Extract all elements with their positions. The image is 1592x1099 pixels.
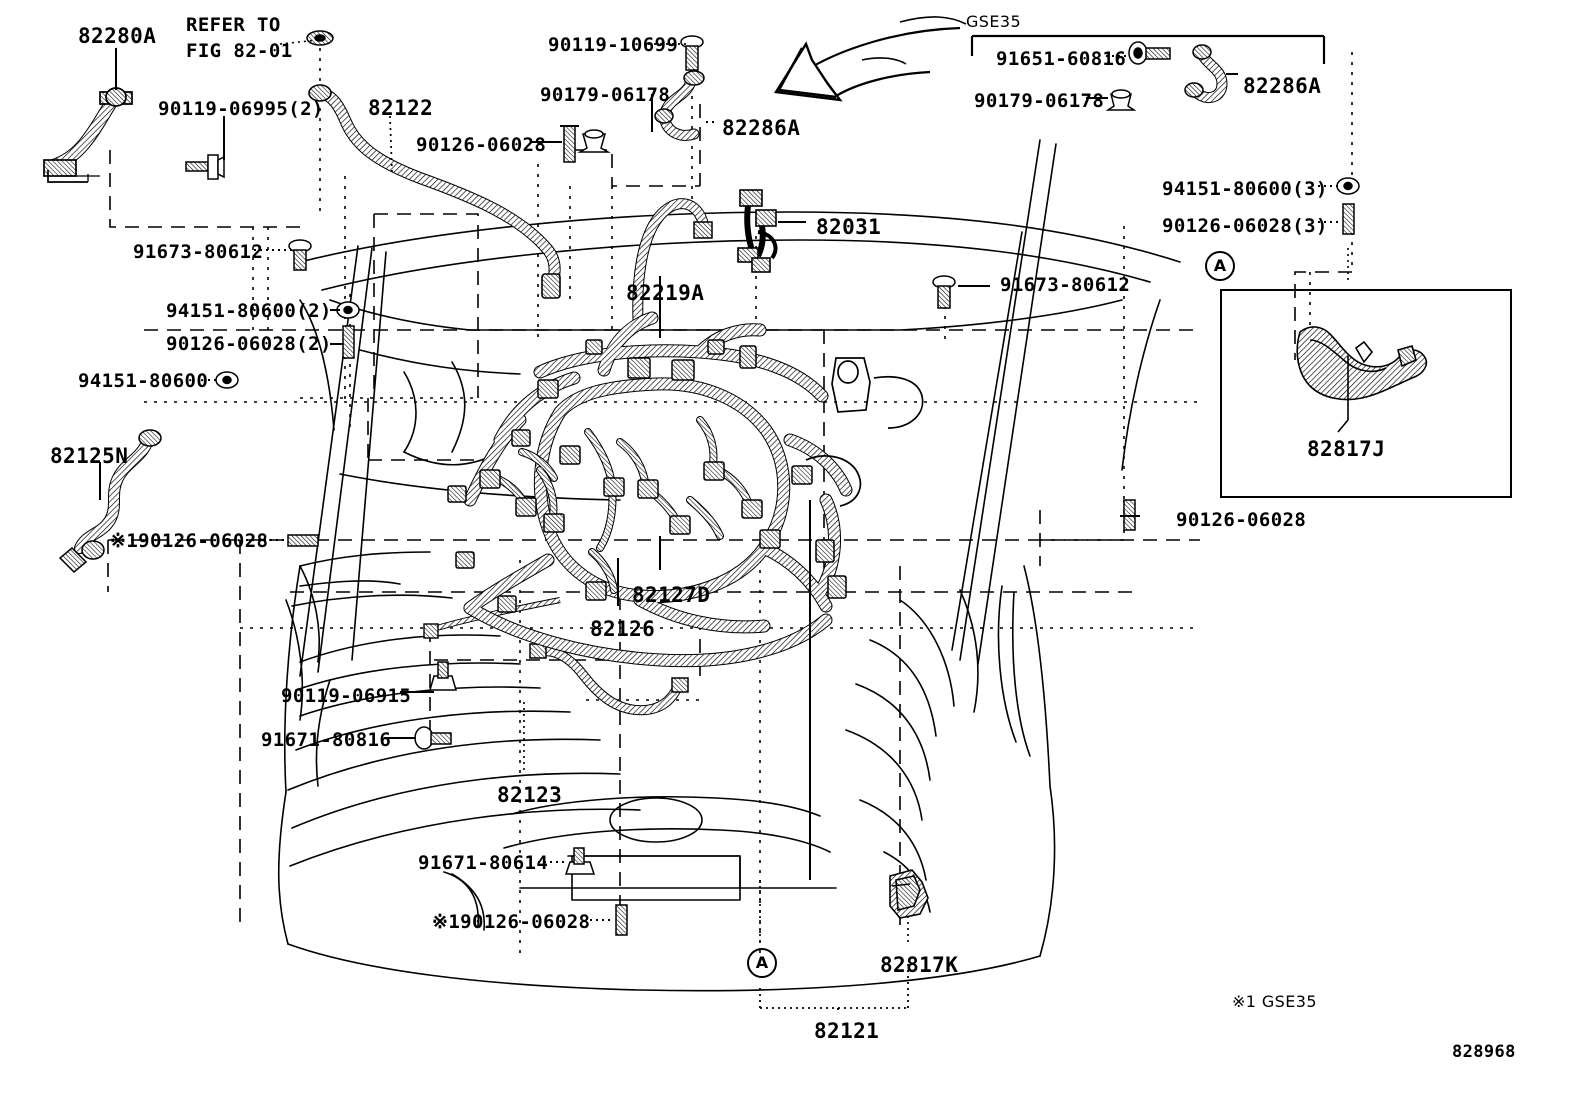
part-label-90126-06028: 90126-06028 (416, 134, 547, 156)
stud-90126-06028-f (615, 904, 628, 936)
part-82286a-1 (654, 70, 705, 141)
part-label-82817k: 82817K (880, 953, 959, 977)
part-label-82031: 82031 (816, 215, 882, 239)
part-label-82219a: 82219A (626, 281, 705, 305)
part-label-82127d: 82127D (632, 583, 711, 607)
nut-94151-80600-b (336, 301, 360, 319)
part-label-90119-06915: 90119-06915 (281, 685, 412, 707)
part-82280a (43, 87, 133, 183)
part-label-82817j: 82817J (1307, 437, 1386, 461)
bolt-90119-06915 (429, 661, 457, 691)
part-label-82280a: 82280A (78, 24, 157, 48)
part-label-82123: 82123 (497, 783, 563, 807)
grommet-8201 (306, 30, 334, 46)
part-label-828968: 828968 (1452, 1042, 1516, 1062)
part-82125n (58, 429, 162, 574)
part-label-190126-06028: ※190126-06028 (110, 530, 269, 552)
gse35-bracket (970, 34, 1326, 64)
part-label-82125n: 82125N (50, 444, 129, 468)
bolt-91673-80612-left (288, 239, 312, 271)
part-82817j (1296, 326, 1428, 401)
bolt-91671-80816 (414, 726, 452, 750)
part-label-90179-06178: 90179-06178 (540, 84, 671, 106)
callout-a-bottom: A (747, 948, 777, 978)
stud-90126-06028-d (287, 534, 319, 547)
part-label-91673-80612: 91673-80612 (1000, 274, 1131, 296)
callout-a-inset: A (1205, 251, 1235, 281)
part-label-gse35: GSE35 (966, 12, 1022, 31)
stud-90126-06028-a (560, 125, 579, 163)
part-label-82286a: 82286A (1243, 74, 1322, 98)
part-label-91671-80816: 91671-80816 (261, 729, 392, 751)
part-82031 (737, 189, 778, 273)
part-82127d-harness (463, 311, 853, 668)
part-label-91673-80612: 91673-80612 (133, 241, 264, 263)
part-82123 (529, 643, 689, 716)
part-82817k (889, 869, 929, 919)
stud-90126-06028-c (1342, 203, 1355, 235)
part-label-1-gse35: ※1 GSE35 (1232, 992, 1317, 1011)
part-label-82122: 82122 (368, 96, 434, 120)
nut-94151-80600-c (1336, 177, 1360, 195)
part-82286a-2 (1184, 44, 1228, 104)
part-label-90119-06995-2: 90119-06995(2) (158, 98, 324, 120)
part-label-94151-80600: 94151-80600 (78, 370, 209, 392)
nut-94151-80600-a (215, 371, 239, 389)
bolt-91671-80614 (564, 847, 596, 875)
part-82122 (308, 84, 561, 299)
reservoir (805, 357, 924, 507)
part-label-fig-82-01: FIG 82-01 (186, 40, 293, 62)
part-label-94151-80600-2: 94151-80600(2) (166, 300, 332, 322)
screw-90119-06995 (185, 154, 225, 180)
bolt-90119-10699 (680, 35, 704, 71)
part-label-82126: 82126 (590, 617, 656, 641)
part-label-91671-80614: 91671-80614 (418, 852, 549, 874)
part-label-90126-06028-2: 90126-06028(2) (166, 333, 332, 355)
part-label-82121: 82121 (814, 1019, 880, 1043)
part-label-82286a: 82286A (722, 116, 801, 140)
part-label-90119-10699: 90119-10699 (548, 34, 679, 56)
part-label-91651-60816: 91651-60816 (996, 48, 1127, 70)
part-label-190126-06028: ※190126-06028 (432, 911, 591, 933)
part-label-94151-80600-3: 94151-80600(3) (1162, 178, 1328, 200)
stud-90126-06028-b (342, 325, 355, 359)
part-label-90126-06028: 90126-06028 (1176, 509, 1307, 531)
harness-connectors (447, 339, 847, 613)
part-82219a (632, 198, 713, 326)
part-label-90126-06028-3: 90126-06028(3) (1162, 215, 1328, 237)
part-label-refer-to: REFER TO (186, 14, 281, 36)
bolt-91651-60816 (1128, 41, 1171, 65)
part-82126 (423, 597, 561, 639)
bolt-91673-80612-right (932, 275, 956, 309)
grommet-90179-06178-a (577, 129, 611, 153)
grommet-90179-06178-b (1105, 89, 1137, 111)
part-label-90179-06178: 90179-06178 (974, 90, 1105, 112)
